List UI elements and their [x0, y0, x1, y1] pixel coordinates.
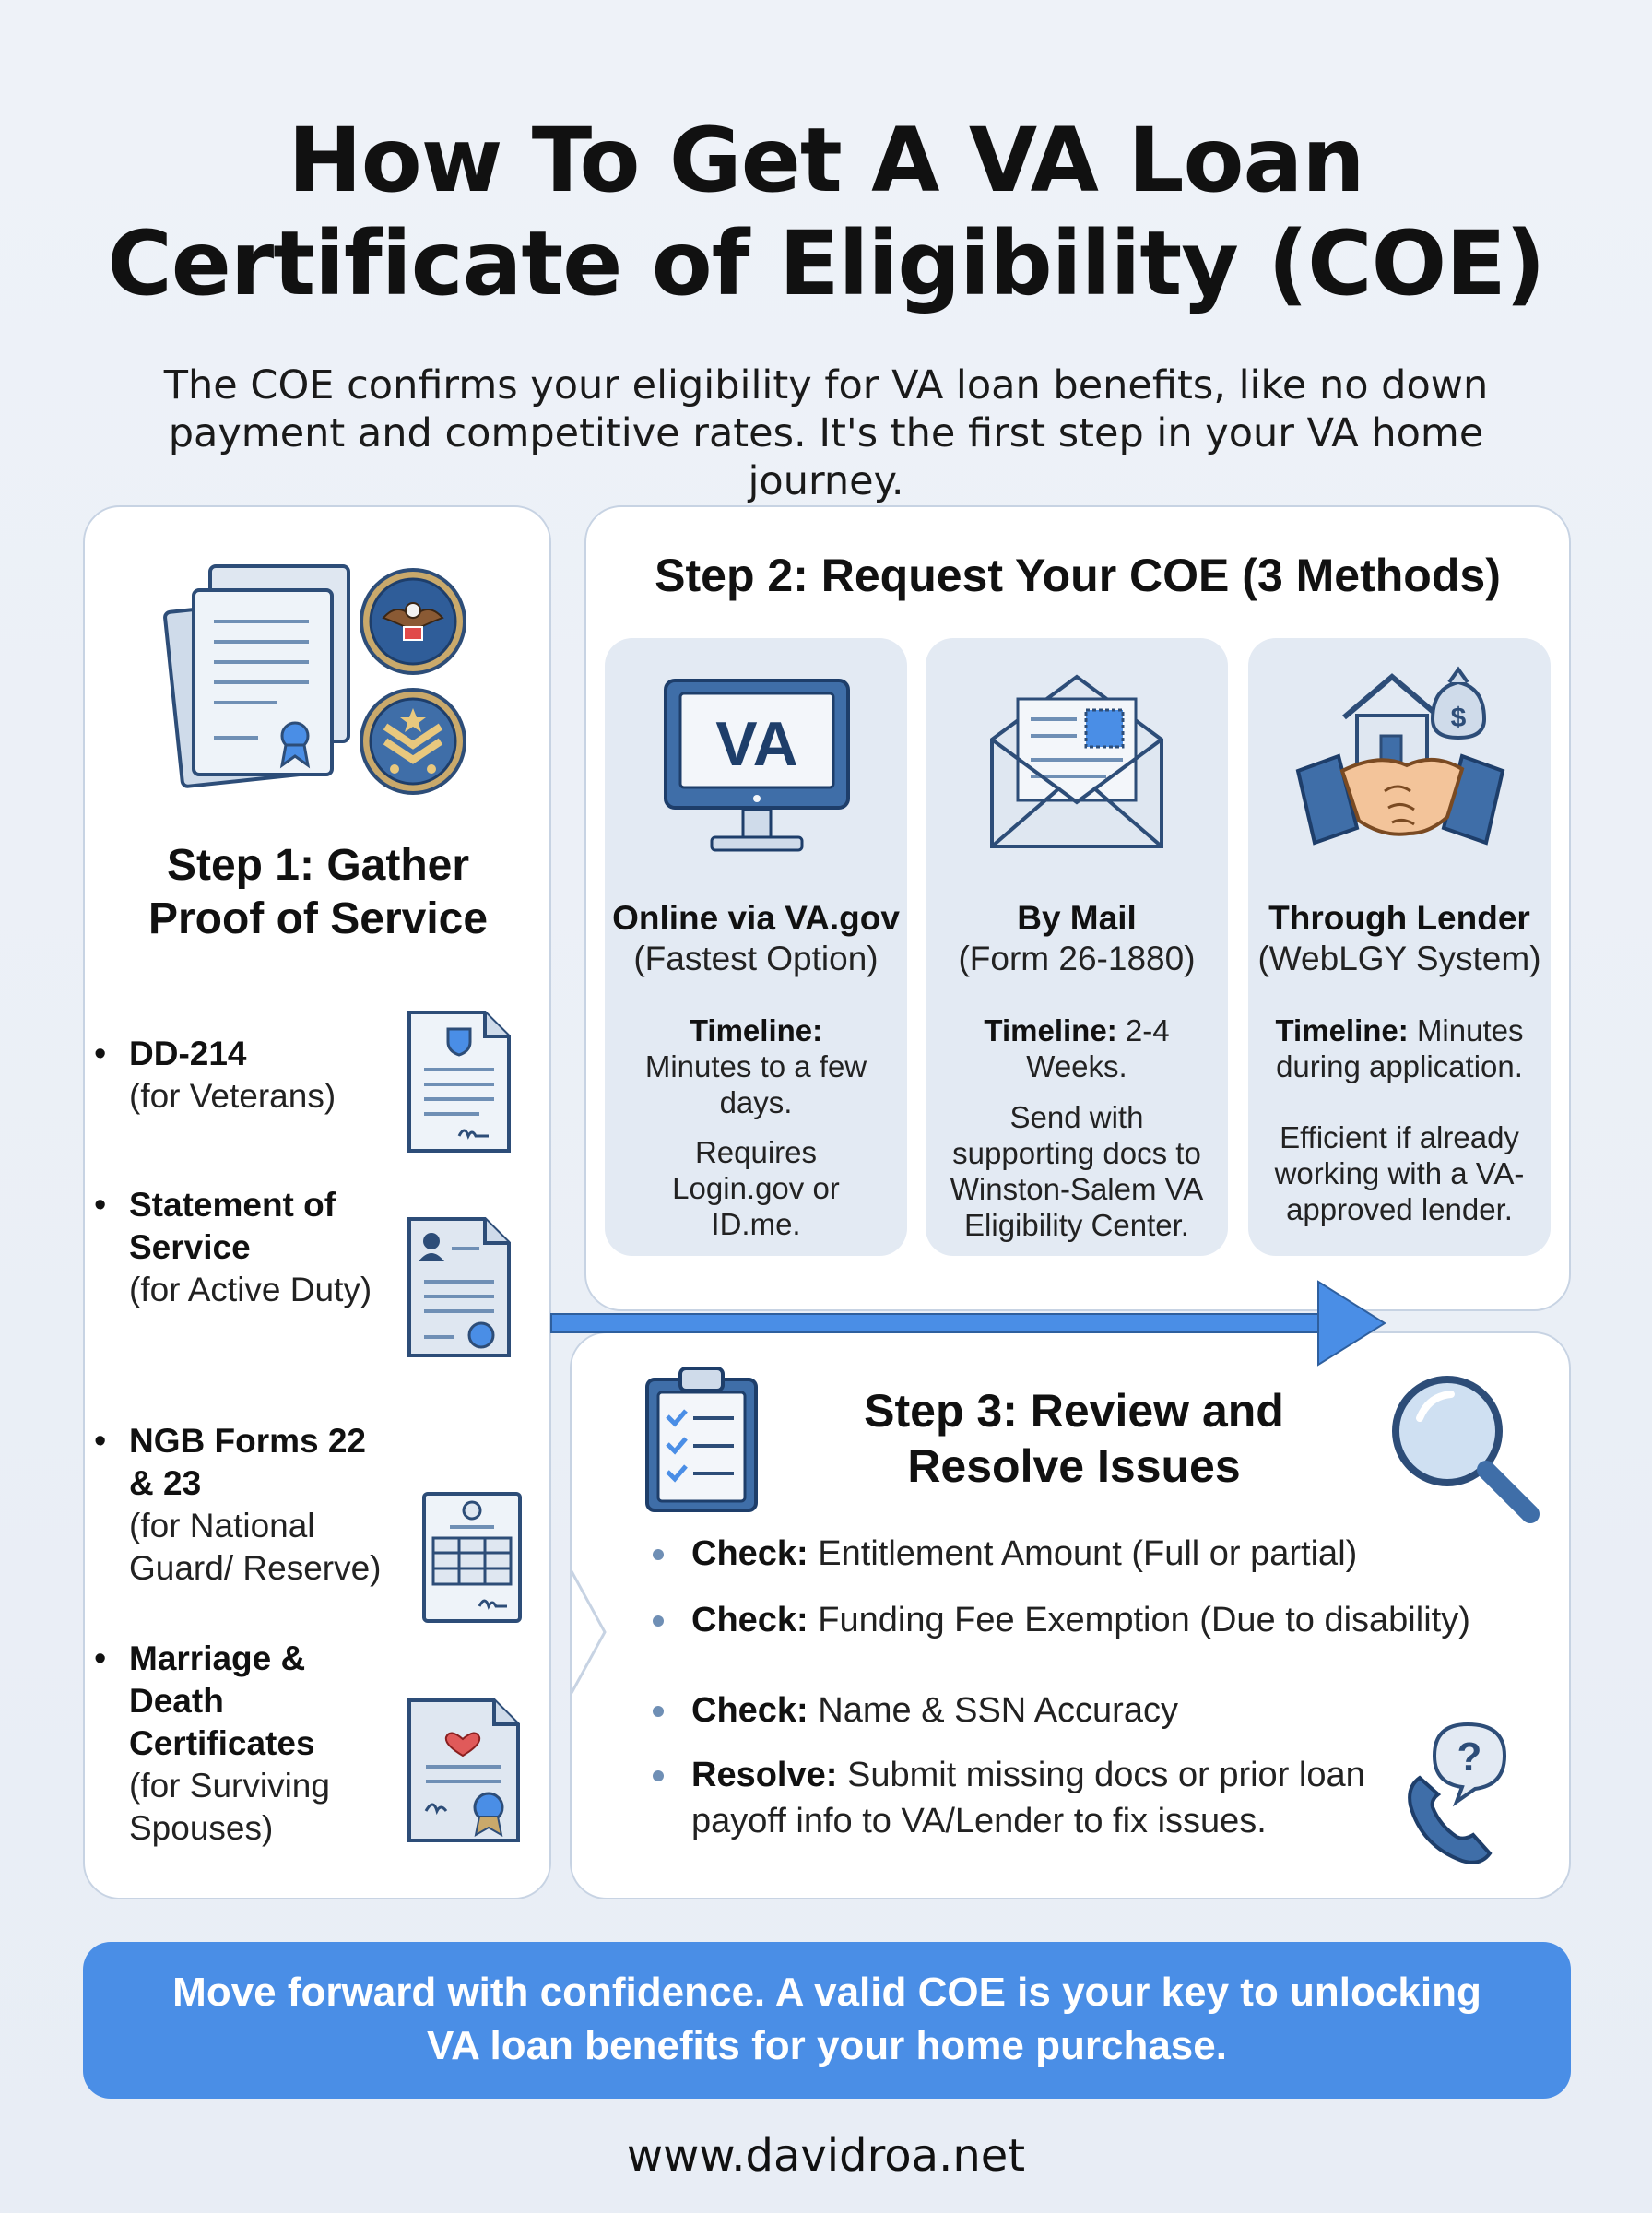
certificate-icon — [407, 1698, 520, 1842]
method-note: Send with supporting docs to Winston-Sal… — [950, 1100, 1204, 1242]
documents-icon — [163, 564, 350, 788]
list-item-dd214: • DD-214 (for Veterans) — [94, 1035, 336, 1115]
check-item-entitlement: Check: Entitlement Amount (Full or parti… — [653, 1531, 1540, 1577]
form-icon — [407, 1011, 511, 1153]
method-sub: (WebLGY System) — [1257, 940, 1541, 977]
method-name: Online via VA.gov — [612, 899, 900, 937]
method-mail: By Mail (Form 26-1880) Timeline: 2-4 Wee… — [926, 638, 1228, 1256]
monitor-va-text: VA — [715, 709, 797, 779]
id-card-icon — [407, 1217, 511, 1357]
computer-monitor-icon: VA — [664, 679, 850, 852]
list-item-statement-of-service: • Statement of Service (for Active Duty) — [94, 1186, 372, 1308]
phone-question-icon: ? — [1408, 1722, 1507, 1864]
method-lender: $ Through Lender (WebLGY System) Timelin… — [1248, 638, 1551, 1256]
footer-url: www.davidroa.net — [626, 2130, 1026, 2182]
svg-text:$: $ — [1451, 703, 1467, 733]
clipboard-checklist-icon — [645, 1367, 758, 1512]
check-item-resolve: Resolve: Submit missing docs or prior lo… — [653, 1752, 1401, 1844]
method-note: Requires Login.gov or ID.me. — [672, 1135, 840, 1241]
check-item-funding-fee: Check: Funding Fee Exemption (Due to dis… — [653, 1597, 1540, 1643]
method-sub: (Form 26-1880) — [958, 940, 1196, 977]
method-name: Through Lender — [1268, 899, 1530, 937]
handshake-house-icon: $ — [1295, 666, 1505, 846]
page-subtitle: The COE confirms your eligibility for VA… — [163, 362, 1489, 504]
step2-title: Step 2: Request Your COE (3 Methods) — [655, 550, 1501, 601]
method-name: By Mail — [1017, 899, 1137, 937]
step3-title: Step 3: Review and Resolve Issues — [864, 1385, 1284, 1492]
arrow-right-icon — [550, 1280, 1386, 1367]
envelope-icon — [990, 674, 1163, 848]
step1-title: Step 1: Gather Proof of Service — [148, 841, 489, 943]
check-item-name-ssn: Check: Name & SSN Accuracy — [653, 1687, 1540, 1734]
method-note: Efficient if already working with a VA-a… — [1274, 1120, 1525, 1226]
cta-banner: Move forward with confidence. A valid CO… — [83, 1942, 1571, 2099]
step3-pointer — [570, 1570, 607, 1694]
method-sub: (Fastest Option) — [633, 940, 879, 977]
military-rank-icon — [360, 688, 466, 795]
method-timeline: Timeline: Minutes during application. — [1275, 1013, 1524, 1083]
list-item-ngb-forms: • NGB Forms 22 & 23 (for National Guard/… — [94, 1422, 382, 1587]
method-timeline: Timeline: Minutes to a few days. — [644, 1013, 867, 1119]
svg-text:?: ? — [1457, 1734, 1482, 1780]
magnifier-icon — [1392, 1376, 1540, 1523]
list-item-marriage-death: • Marriage & Death Certificates (for Sur… — [94, 1639, 330, 1847]
method-online: VA Online via VA.gov (Fastest Option) Ti… — [605, 638, 907, 1256]
grid-form-icon — [422, 1492, 522, 1623]
eagle-seal-icon — [360, 568, 466, 675]
method-timeline: Timeline: 2-4 Weeks. — [984, 1013, 1170, 1083]
page-title: How To Get A VA Loan Certificate of Elig… — [107, 109, 1545, 315]
